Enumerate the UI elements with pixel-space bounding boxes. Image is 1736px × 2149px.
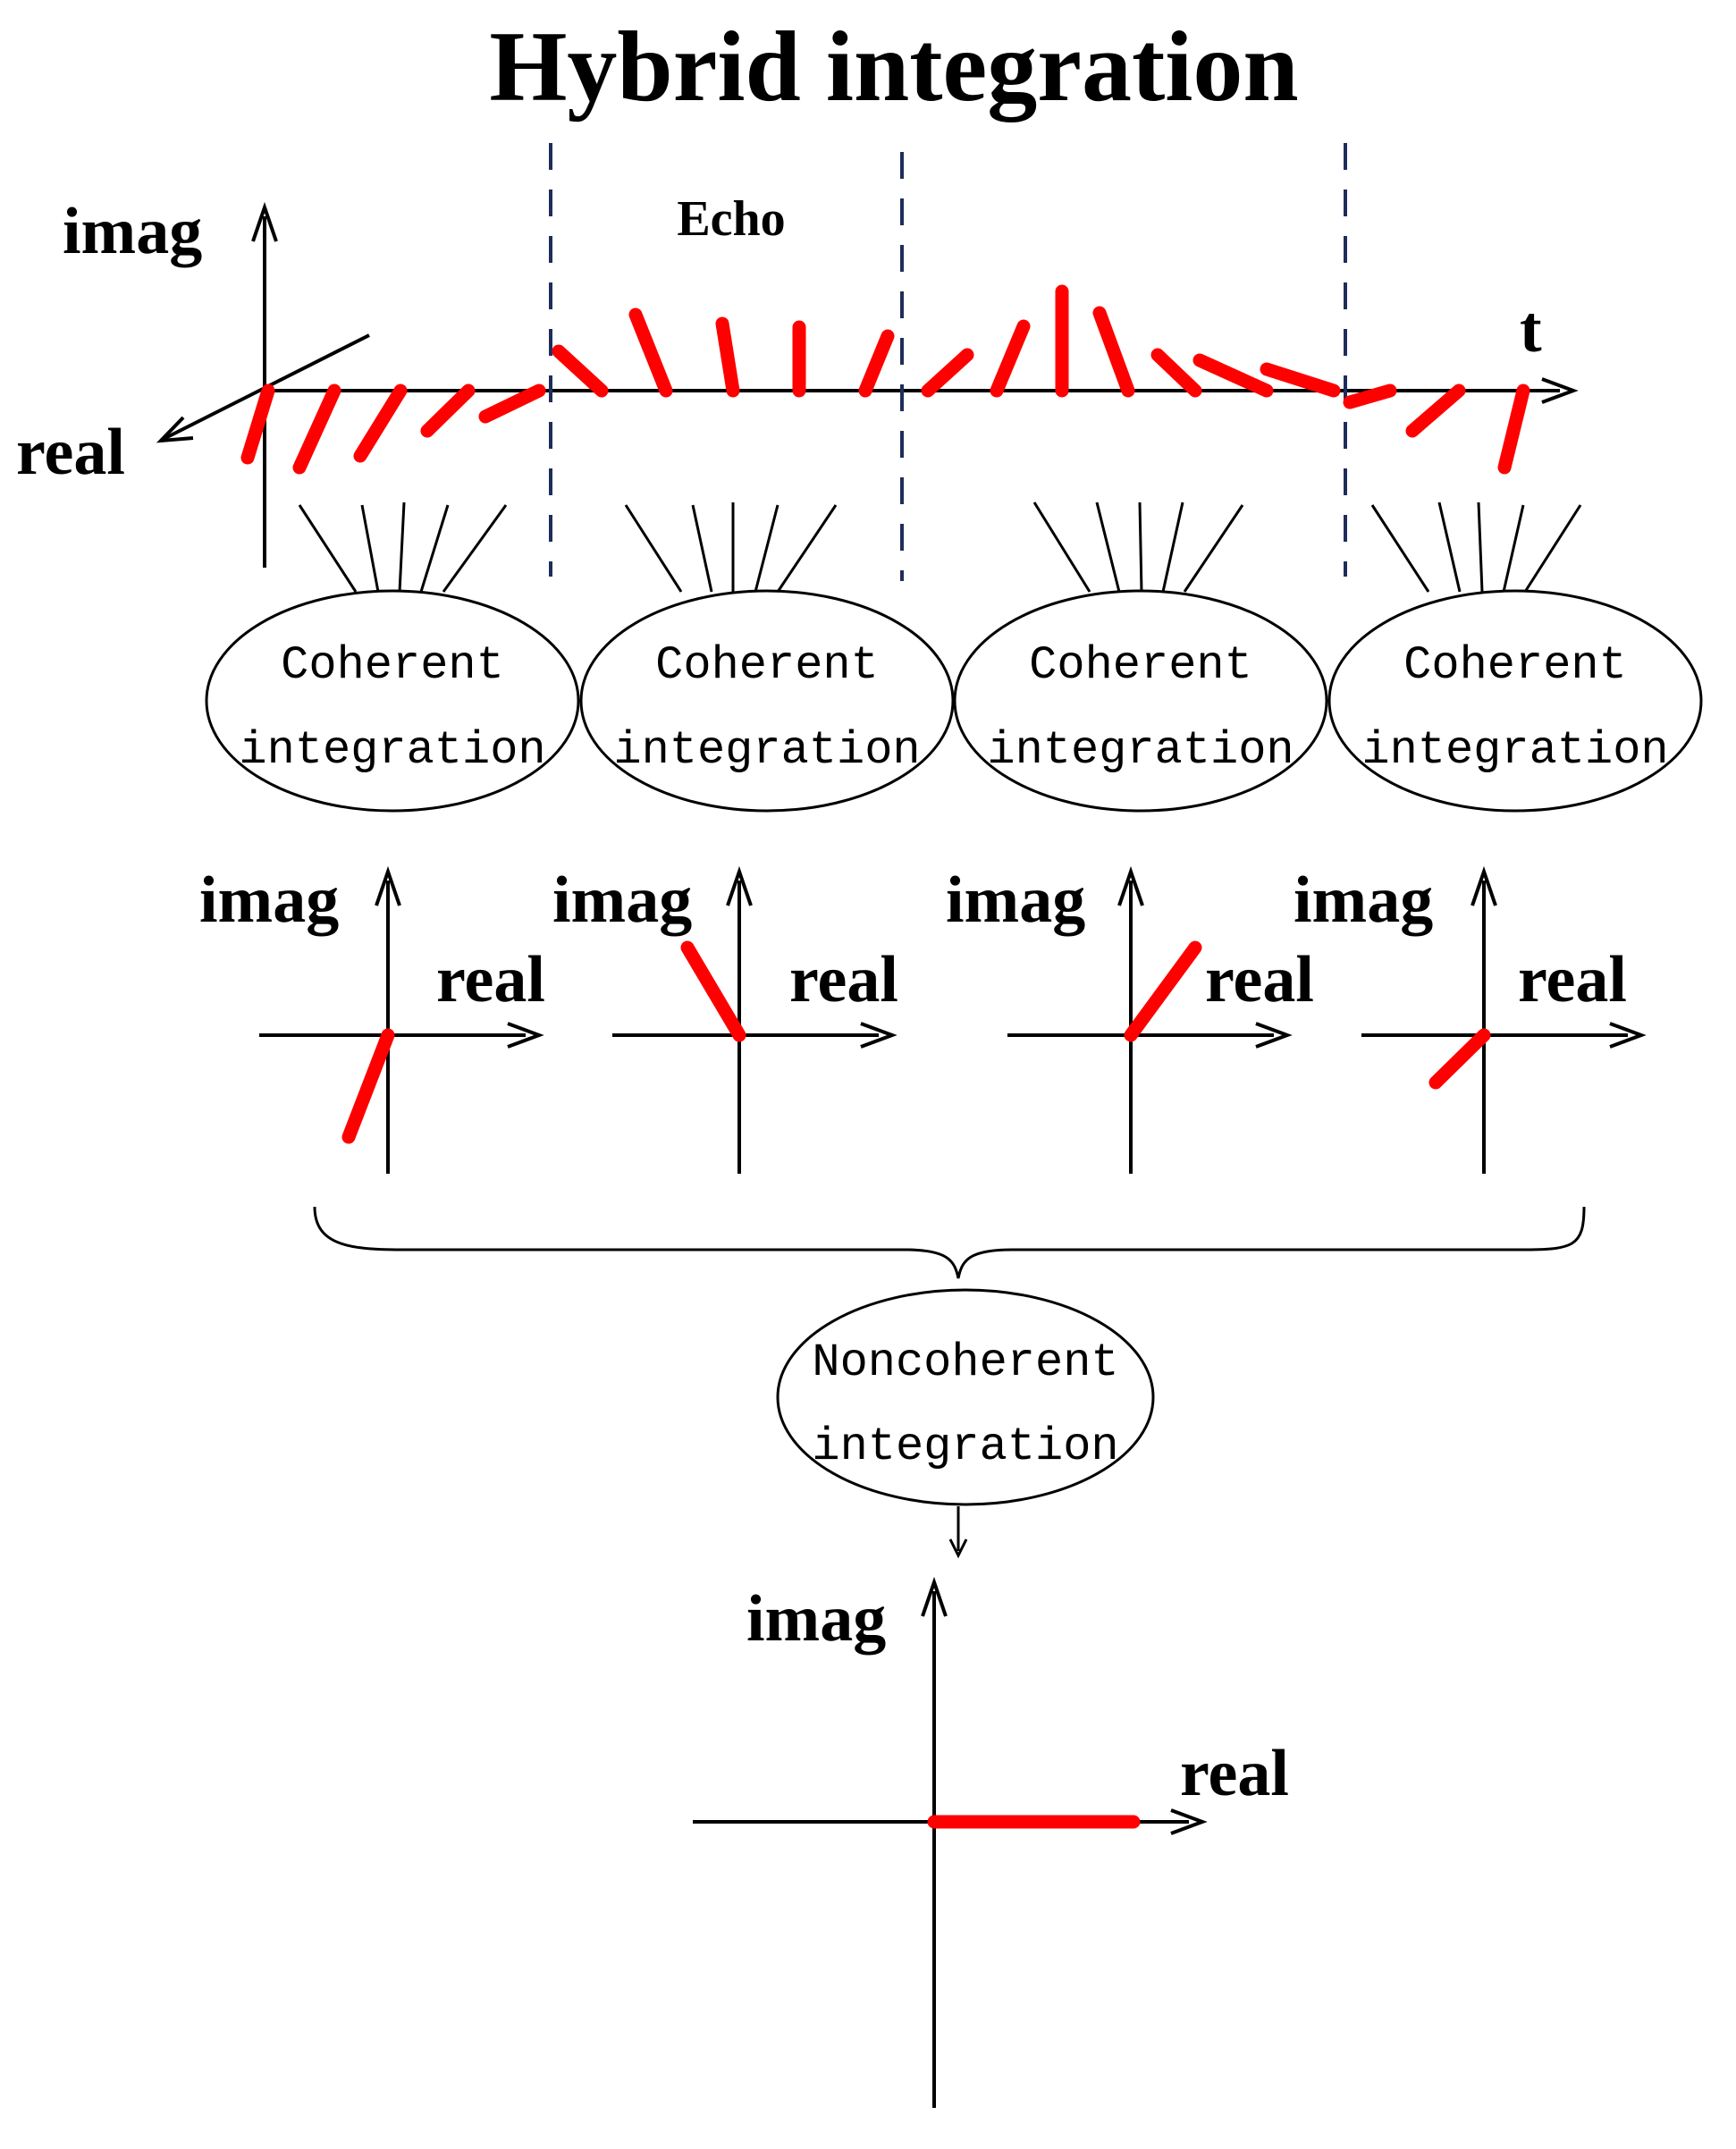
fan-2 bbox=[624, 502, 838, 593]
coherent-integration-node: Coherent integration bbox=[579, 589, 955, 813]
result-axis: imag real bbox=[693, 1576, 1289, 2108]
phasor bbox=[1192, 353, 1274, 398]
segment-dividers bbox=[549, 143, 1347, 581]
phasor bbox=[292, 383, 341, 475]
phasor bbox=[478, 383, 546, 424]
svg-text:real: real bbox=[789, 943, 898, 1016]
fan-1 bbox=[298, 501, 508, 593]
svg-text:imag: imag bbox=[1294, 864, 1433, 937]
svg-text:real: real bbox=[1518, 943, 1627, 1016]
svg-text:imag: imag bbox=[552, 864, 692, 937]
diagram-title: Hybrid integration bbox=[489, 12, 1298, 122]
echo-label: Echo bbox=[677, 191, 785, 247]
top-imag-arrowhead bbox=[251, 201, 278, 242]
down-arrow bbox=[948, 1506, 968, 1559]
svg-text:Coherent: Coherent bbox=[1029, 639, 1252, 692]
echo-phasors bbox=[240, 284, 1530, 475]
svg-text:Noncoherent: Noncoherent bbox=[812, 1336, 1118, 1389]
phasor bbox=[1343, 383, 1397, 409]
fan-3 bbox=[1032, 501, 1244, 593]
fan-lines bbox=[298, 501, 1582, 593]
t-label: t bbox=[1520, 293, 1542, 367]
phasor bbox=[990, 319, 1031, 398]
svg-text:Coherent: Coherent bbox=[655, 639, 879, 692]
svg-text:imag: imag bbox=[746, 1582, 886, 1656]
small-axis-1: imag real bbox=[199, 864, 545, 1174]
fan-4 bbox=[1370, 501, 1582, 593]
summation-brace bbox=[313, 1206, 1586, 1279]
top-imag-label: imag bbox=[63, 195, 202, 268]
phasor bbox=[353, 383, 408, 463]
coherent-integration-node: Coherent integration bbox=[205, 589, 580, 813]
phasor bbox=[1405, 383, 1466, 438]
phasor bbox=[552, 344, 609, 398]
svg-text:integration: integration bbox=[987, 724, 1294, 777]
phasor bbox=[1260, 362, 1341, 398]
top-real-label: real bbox=[16, 416, 125, 489]
top-time-axis: imag real t bbox=[16, 195, 1579, 568]
small-axis-2: imag real bbox=[552, 864, 898, 1174]
coherent-integration-node: Coherent integration bbox=[1327, 589, 1703, 813]
svg-text:integration: integration bbox=[239, 724, 545, 777]
phasor bbox=[858, 329, 895, 398]
svg-text:integration: integration bbox=[613, 724, 920, 777]
svg-text:imag: imag bbox=[199, 864, 339, 937]
svg-text:integration: integration bbox=[1361, 724, 1668, 777]
phasor bbox=[628, 308, 673, 398]
small-axis-4: imag real bbox=[1294, 864, 1647, 1174]
svg-text:real: real bbox=[1180, 1737, 1289, 1810]
phasor bbox=[1092, 306, 1135, 398]
phasor bbox=[420, 383, 476, 438]
t-axis-arrowhead bbox=[1541, 377, 1579, 404]
svg-text:integration: integration bbox=[812, 1420, 1118, 1473]
svg-text:real: real bbox=[436, 943, 545, 1016]
top-real-arrowhead bbox=[156, 416, 194, 443]
svg-text:imag: imag bbox=[946, 864, 1085, 937]
svg-text:Coherent: Coherent bbox=[1403, 639, 1627, 692]
noncoherent-integration-node: Noncoherent integration bbox=[776, 1288, 1155, 1506]
phasor bbox=[1497, 383, 1530, 475]
svg-text:real: real bbox=[1205, 943, 1314, 1016]
phasor bbox=[715, 316, 740, 398]
phasor bbox=[1150, 348, 1202, 398]
svg-text:Coherent: Coherent bbox=[281, 639, 504, 692]
small-axis-3: imag real bbox=[946, 864, 1314, 1174]
coherent-integration-node: Coherent integration bbox=[953, 589, 1328, 813]
phasor bbox=[921, 348, 974, 398]
phasor bbox=[240, 383, 275, 465]
